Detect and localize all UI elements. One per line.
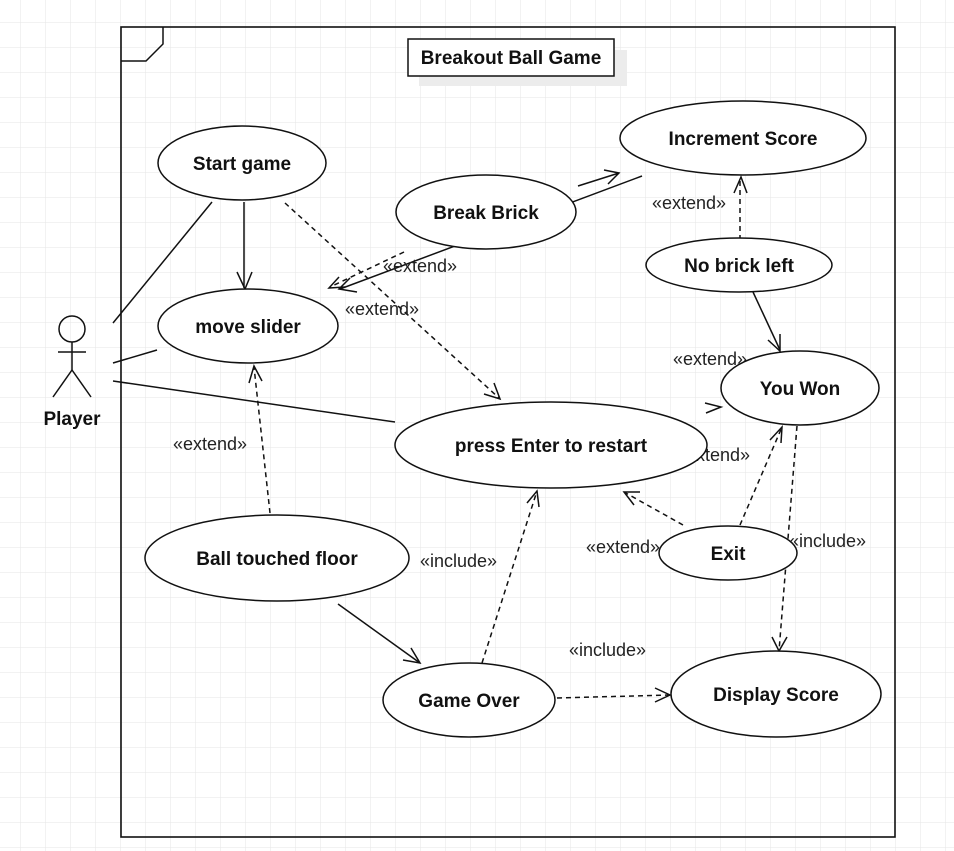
actor-player[interactable]: Player bbox=[43, 315, 101, 430]
arrowhead-icon bbox=[733, 175, 748, 194]
label-extend-press-enter-you-won: «extend» bbox=[673, 349, 747, 369]
label-include-you-won-display: «include» bbox=[789, 531, 866, 551]
use-case-label: Ball touched floor bbox=[196, 549, 358, 570]
label-extend-exit-press-enter: «extend» bbox=[586, 537, 660, 557]
arrowhead-icon bbox=[622, 491, 640, 506]
use-case-display-score[interactable]: Display Score bbox=[670, 650, 882, 738]
edge-game-over-press-enter[interactable] bbox=[481, 490, 538, 664]
use-case-label: Game Over bbox=[418, 691, 520, 712]
label-extend-start-press-enter: «extend» bbox=[345, 299, 419, 319]
use-cases: Start game Break Brick Increment Score m… bbox=[144, 100, 882, 738]
label-extend-no-brick-increment: «extend» bbox=[652, 193, 726, 213]
edge-game-over-display-score[interactable] bbox=[556, 694, 671, 699]
arrowhead-icon bbox=[526, 489, 540, 508]
frame-corner-tab-icon bbox=[121, 27, 164, 62]
use-case-no-brick-left[interactable]: No brick left bbox=[645, 237, 833, 293]
edge-break-brick-move-slider[interactable] bbox=[329, 251, 405, 288]
edge-no-brick-left-you-won[interactable] bbox=[752, 291, 781, 351]
arrowhead-icon bbox=[767, 334, 781, 353]
edge-start-game-press-enter[interactable] bbox=[284, 202, 500, 399]
use-case-label: Break Brick bbox=[433, 203, 539, 224]
edge-ball-touched-floor-game-over[interactable] bbox=[337, 603, 421, 664]
use-case-label: press Enter to restart bbox=[455, 436, 648, 457]
actor-label: Player bbox=[43, 409, 101, 430]
system-title-box[interactable]: Breakout Ball Game bbox=[407, 38, 627, 86]
use-case-increment-score[interactable]: Increment Score bbox=[619, 100, 867, 176]
arrowhead-icon bbox=[654, 687, 672, 703]
use-case-label: move slider bbox=[195, 317, 301, 338]
system-title: Breakout Ball Game bbox=[421, 48, 602, 69]
use-case-move-slider[interactable]: move slider bbox=[157, 288, 339, 364]
label-include-game-over-press-enter: «include» bbox=[420, 551, 497, 571]
arrowhead-stub-icon[interactable] bbox=[704, 402, 724, 414]
edge-player-press-enter[interactable] bbox=[112, 380, 396, 423]
use-case-exit[interactable]: Exit bbox=[658, 525, 798, 581]
label-extend-break-brick: «extend» bbox=[383, 256, 457, 276]
arrowhead-icon bbox=[483, 382, 502, 401]
use-case-ball-touched-floor[interactable]: Ball touched floor bbox=[144, 514, 410, 602]
use-case-label: Increment Score bbox=[669, 129, 818, 150]
use-case-label: No brick left bbox=[684, 256, 794, 277]
use-case-press-enter-to-restart[interactable]: press Enter to restart bbox=[394, 401, 708, 489]
edge-you-won-display-score[interactable] bbox=[778, 425, 798, 652]
use-case-start-game[interactable]: Start game bbox=[157, 125, 327, 201]
arrowhead-icon bbox=[769, 424, 783, 444]
use-case-you-won[interactable]: You Won bbox=[720, 350, 880, 426]
use-case-label: Exit bbox=[711, 544, 747, 565]
arrowhead-icon bbox=[402, 647, 422, 665]
edge-player-start-game[interactable] bbox=[112, 201, 213, 324]
system-boundary[interactable] bbox=[120, 26, 896, 838]
use-case-game-over[interactable]: Game Over bbox=[382, 662, 556, 738]
edge-player-move-slider[interactable] bbox=[112, 349, 158, 364]
use-case-label: Display Score bbox=[713, 685, 839, 706]
arrowhead-icon bbox=[248, 364, 263, 384]
use-case-label: You Won bbox=[760, 379, 841, 400]
arrowhead-stub-icon bbox=[577, 169, 621, 187]
edge-exit-press-enter[interactable] bbox=[623, 491, 684, 526]
use-case-break-brick[interactable]: Break Brick bbox=[395, 174, 577, 250]
edge-ball-touched-floor-move-slider[interactable] bbox=[253, 366, 271, 514]
arrowhead-icon bbox=[327, 276, 346, 289]
label-include-game-over-display: «include» bbox=[569, 640, 646, 660]
use-case-label: Start game bbox=[193, 154, 291, 175]
label-extend-ball-floor: «extend» bbox=[173, 434, 247, 454]
arrowhead-icon bbox=[337, 277, 358, 293]
relations bbox=[112, 169, 798, 703]
